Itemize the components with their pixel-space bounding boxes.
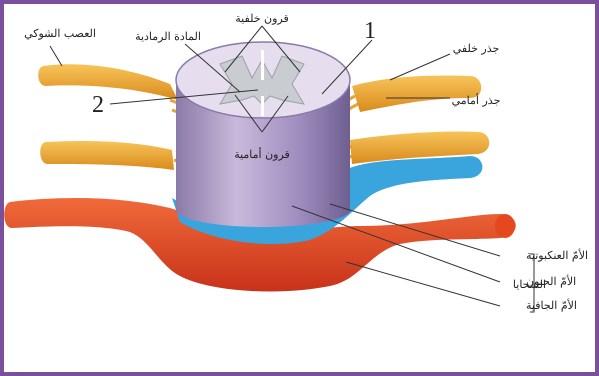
label-arachnoid: الأمّ العنكبوتية xyxy=(526,248,588,262)
label-meninges: السحايا xyxy=(513,278,546,291)
label-number-2: 2 xyxy=(92,92,104,118)
label-spinal-nerve: العصب الشوكي xyxy=(24,27,96,40)
label-grey-matter: المادة الرمادية xyxy=(135,30,201,43)
spinal-cord xyxy=(176,42,350,227)
label-posterior-horns: قرون خلفية xyxy=(235,12,288,25)
label-dura: الأمّ الجافية xyxy=(526,298,577,312)
label-ventral-root: جذر أمامي xyxy=(452,93,501,107)
label-dorsal-root: جذر خلفي xyxy=(453,42,500,55)
label-number-1: 1 xyxy=(364,18,376,44)
label-anterior-horns: قرون أمامية xyxy=(234,147,290,161)
